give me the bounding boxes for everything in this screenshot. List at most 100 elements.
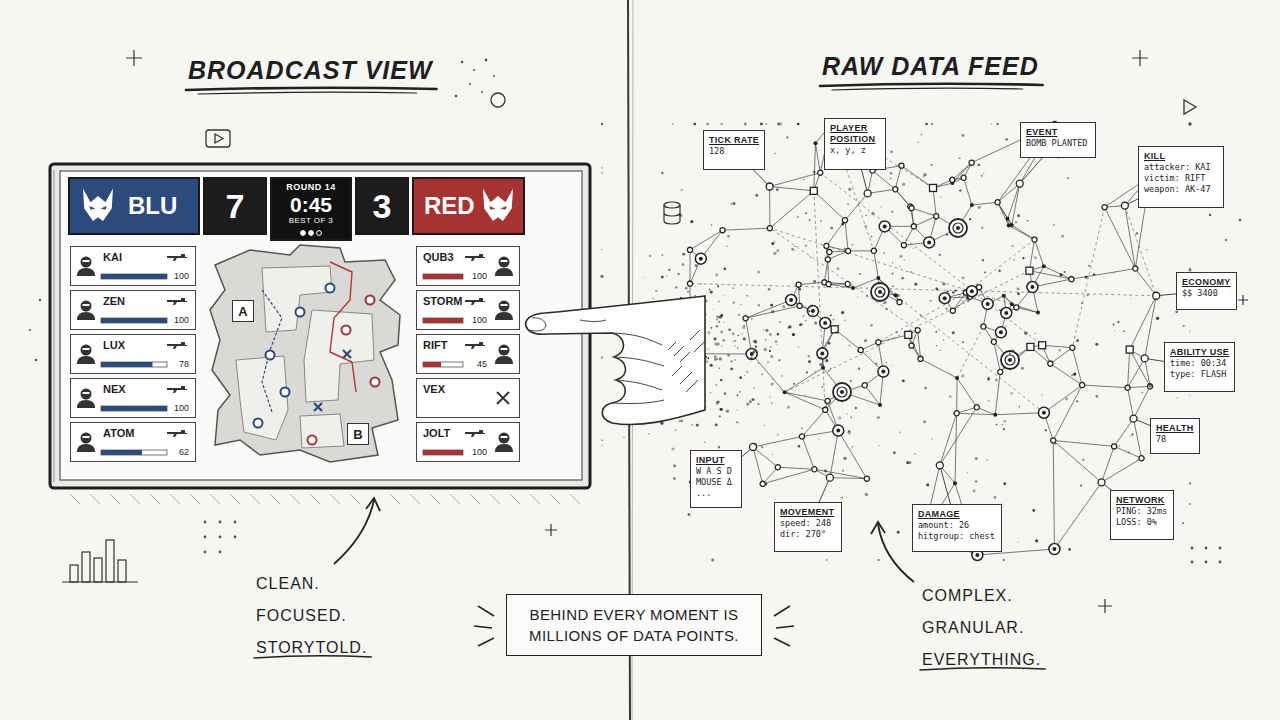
data-particle [1081, 302, 1083, 304]
network-node [899, 163, 904, 168]
pointing-hand [616, 380, 662, 390]
network-node [1010, 302, 1014, 306]
network-node [918, 356, 923, 361]
data-particle [935, 331, 937, 333]
database-icon [664, 202, 680, 208]
data-particle [890, 150, 893, 153]
data-particle [721, 345, 722, 346]
network-link [1009, 226, 1035, 240]
data-particle [1095, 343, 1098, 346]
data-particle [825, 359, 828, 362]
callout-text: BEHIND EVERY MOMENT IS MILLIONS OF DATA … [521, 604, 747, 646]
network-node [825, 257, 830, 262]
network-link [1128, 358, 1145, 387]
network-node [1121, 202, 1128, 209]
data-particle [700, 283, 702, 285]
data-tag: EVENTBOMB PLANTED [1020, 122, 1096, 158]
data-particle [739, 376, 742, 379]
data-particle [711, 224, 713, 226]
pointer-arrow [366, 498, 380, 511]
network-node [1036, 311, 1040, 315]
data-particle [1189, 482, 1191, 484]
data-value: dir: 270° [780, 529, 836, 540]
dot-cluster [481, 91, 483, 93]
data-particle [813, 280, 816, 283]
health-bar [423, 318, 463, 323]
network-link [1034, 240, 1043, 267]
network-node [1006, 217, 1010, 221]
network-node [950, 177, 955, 182]
network-node [954, 411, 959, 416]
network-node [1026, 267, 1033, 274]
data-particle [688, 513, 691, 516]
network-link [814, 469, 867, 478]
pointer-arrow [334, 500, 374, 564]
network-node [995, 200, 1000, 205]
network-link [752, 354, 785, 392]
player-avatar [495, 268, 513, 276]
network-node [955, 376, 959, 380]
network-link [1130, 350, 1150, 387]
data-particle [871, 236, 873, 238]
network-node [767, 226, 772, 231]
data-particle [750, 357, 752, 359]
data-value: time: 00:34 [1170, 358, 1229, 369]
network-link [957, 378, 977, 407]
player-name: JOLT [423, 427, 487, 440]
data-particle [728, 328, 731, 331]
data-particle [770, 355, 773, 358]
data-field: DAMAGE [918, 509, 996, 520]
data-value: $$ 3400 [1182, 288, 1231, 299]
minimap [314, 350, 351, 411]
broadcast-screen [54, 170, 55, 482]
network-node [760, 481, 765, 486]
network-node [862, 383, 867, 388]
network-node [1004, 311, 1008, 315]
data-tag: ECONOMY$$ 3400 [1176, 272, 1237, 310]
player-avatar [81, 345, 92, 356]
data-particle [830, 314, 832, 316]
player-card: LUX78 [70, 334, 196, 374]
data-particle [1035, 539, 1038, 542]
data-tag: NETWORKPING: 32msLOSS: 0% [1110, 490, 1174, 540]
data-particle [902, 183, 905, 186]
network-link [957, 413, 996, 414]
weapon-icon [167, 254, 187, 261]
data-particle [1071, 374, 1073, 376]
network-node [915, 328, 920, 333]
data-particle [1082, 458, 1085, 461]
network-link [690, 250, 691, 284]
data-particle [714, 342, 717, 345]
data-particle [844, 248, 846, 250]
data-particle [718, 301, 720, 303]
network-node [1125, 385, 1130, 390]
team-logo [483, 189, 513, 222]
data-particle [812, 314, 814, 316]
data-particle [677, 273, 680, 276]
round-number: ROUND 14 [276, 182, 346, 193]
dot-cluster [219, 551, 222, 554]
network-node [821, 366, 825, 370]
data-particle [822, 386, 823, 387]
network-node [871, 283, 889, 301]
data-particle [936, 345, 937, 346]
data-particle [828, 370, 829, 371]
network-link [1050, 364, 1082, 385]
data-particle [848, 188, 851, 191]
data-particle [939, 254, 941, 256]
network-node [695, 253, 706, 264]
data-particle [881, 358, 882, 359]
network-link [770, 228, 1012, 304]
data-particle [1034, 256, 1037, 259]
data-particle [744, 123, 747, 126]
data-particle [983, 173, 984, 174]
minimap [266, 351, 275, 360]
data-particle [794, 250, 795, 251]
data-particle [925, 123, 927, 125]
network-node [1027, 343, 1034, 350]
network-link [802, 436, 814, 469]
network-link [753, 447, 778, 467]
network-node [981, 324, 986, 329]
player-avatar [83, 348, 90, 350]
